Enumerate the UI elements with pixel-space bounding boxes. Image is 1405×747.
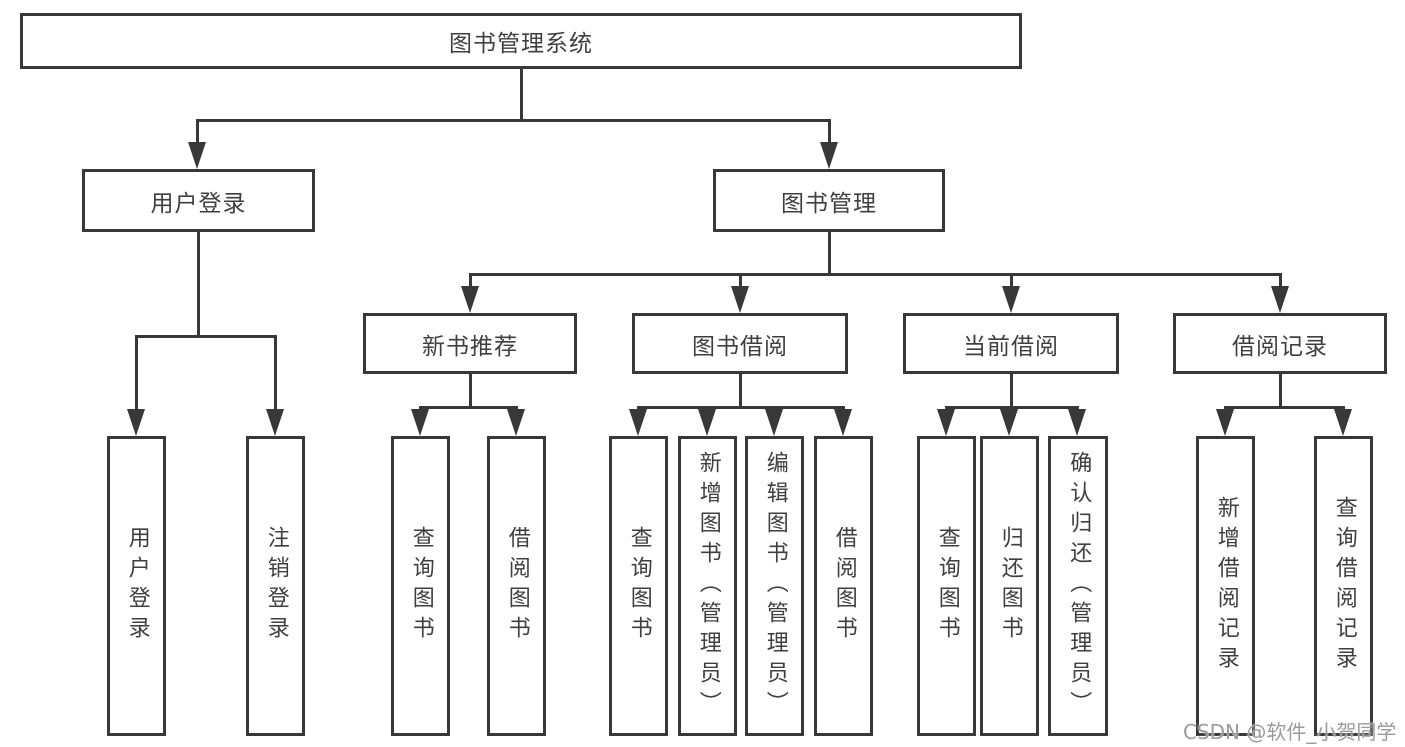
leaf-query-books-current-label: 查询图书 [934,526,960,646]
leaf-add-borrow-record-label: 新增借阅记录 [1213,496,1239,676]
connector-records-stem [1279,374,1282,409]
arrow-down-icon [507,409,525,436]
node-borrow-record-label: 借阅记录 [1232,333,1328,360]
leaf-query-borrow-record-label: 查询借阅记录 [1331,496,1357,676]
connector-drop [739,273,742,289]
arrow-down-icon [127,409,145,436]
connector-root-bar [197,119,830,122]
connector-records-bar [1224,406,1344,409]
connector-borrowing-stem [739,374,742,409]
leaf-query-books-current: 查询图书 [917,436,976,736]
connector-drop [274,335,277,411]
leaf-borrow-books-borrow-label: 借阅图书 [831,526,857,646]
leaf-query-books-borrow: 查询图书 [609,436,668,736]
connector-book-mgmt-stem [828,232,831,276]
connector-user-login-bar [135,335,276,338]
arrow-down-icon [1068,409,1086,436]
leaf-return-book: 归还图书 [980,436,1039,736]
leaf-confirm-return-admin: 确认归还（管理员） [1048,436,1108,736]
arrow-down-icon [698,409,716,436]
connector-root-stem [520,69,523,121]
node-user-login-label: 用户登录 [150,190,247,217]
connector-drop [828,119,831,147]
arrow-down-icon [1000,409,1018,436]
leaf-borrow-books-recommend: 借阅图书 [487,436,546,736]
leaf-edit-book-admin: 编辑图书（管理员） [745,436,804,736]
connector-drop [1010,273,1013,289]
leaf-add-borrow-record: 新增借阅记录 [1196,436,1255,736]
arrow-down-icon [1002,286,1020,313]
connector-drop [1279,273,1282,289]
leaf-logout-label: 注销登录 [263,526,289,646]
connector-user-login-stem [197,232,200,338]
connector-book-mgmt-bar [469,273,1281,276]
arrow-down-icon [266,409,284,436]
connector-borrowing-bar [637,406,844,409]
node-root-label: 图书管理系统 [449,31,593,57]
watermark: CSDN @软件_小贺同学 [1183,720,1397,744]
arrow-down-icon [188,142,206,169]
arrow-down-icon [834,409,852,436]
connector-new-books-stem [469,374,472,409]
connector-new-books-bar [419,406,518,409]
arrow-down-icon [411,409,429,436]
node-book-borrow: 图书借阅 [632,313,848,374]
node-new-book-recommend: 新书推荐 [363,313,577,374]
leaf-add-book-admin-label: 新增图书（管理员） [695,451,721,721]
connector-drop [469,273,472,289]
leaf-edit-book-admin-label: 编辑图书（管理员） [762,451,788,721]
arrow-down-icon [731,286,749,313]
node-current-borrow-label: 当前借阅 [963,333,1059,360]
leaf-user-login: 用户登录 [107,436,166,736]
arrow-down-icon [765,409,783,436]
arrow-down-icon [1216,409,1234,436]
arrow-down-icon [820,142,838,169]
leaf-user-login-label: 用户登录 [124,526,150,646]
arrow-down-icon [1334,409,1352,436]
leaf-borrow-books-recommend-label: 借阅图书 [504,526,530,646]
leaf-return-book-label: 归还图书 [997,526,1023,646]
node-user-login: 用户登录 [82,169,315,232]
node-book-management-label: 图书管理 [781,190,877,217]
connector-current-bar [945,406,1078,409]
node-book-management: 图书管理 [713,169,945,232]
connector-drop [135,335,138,411]
leaf-logout: 注销登录 [246,436,305,736]
node-new-book-recommend-label: 新书推荐 [422,333,518,360]
arrow-down-icon [1271,286,1289,313]
arrow-down-icon [937,409,955,436]
connector-current-stem [1010,374,1013,409]
node-borrow-record: 借阅记录 [1173,313,1387,374]
node-current-borrow: 当前借阅 [903,313,1119,374]
leaf-query-books-recommend-label: 查询图书 [408,526,434,646]
arrow-down-icon [629,409,647,436]
node-root: 图书管理系统 [20,13,1022,69]
connector-drop [196,119,199,147]
leaf-query-books-borrow-label: 查询图书 [626,526,652,646]
leaf-query-books-recommend: 查询图书 [391,436,450,736]
leaf-query-borrow-record: 查询借阅记录 [1314,436,1373,736]
node-book-borrow-label: 图书借阅 [692,333,788,360]
arrow-down-icon [461,286,479,313]
leaf-confirm-return-admin-label: 确认归还（管理员） [1066,451,1092,721]
leaf-borrow-books-borrow: 借阅图书 [814,436,873,736]
leaf-add-book-admin: 新增图书（管理员） [678,436,737,736]
